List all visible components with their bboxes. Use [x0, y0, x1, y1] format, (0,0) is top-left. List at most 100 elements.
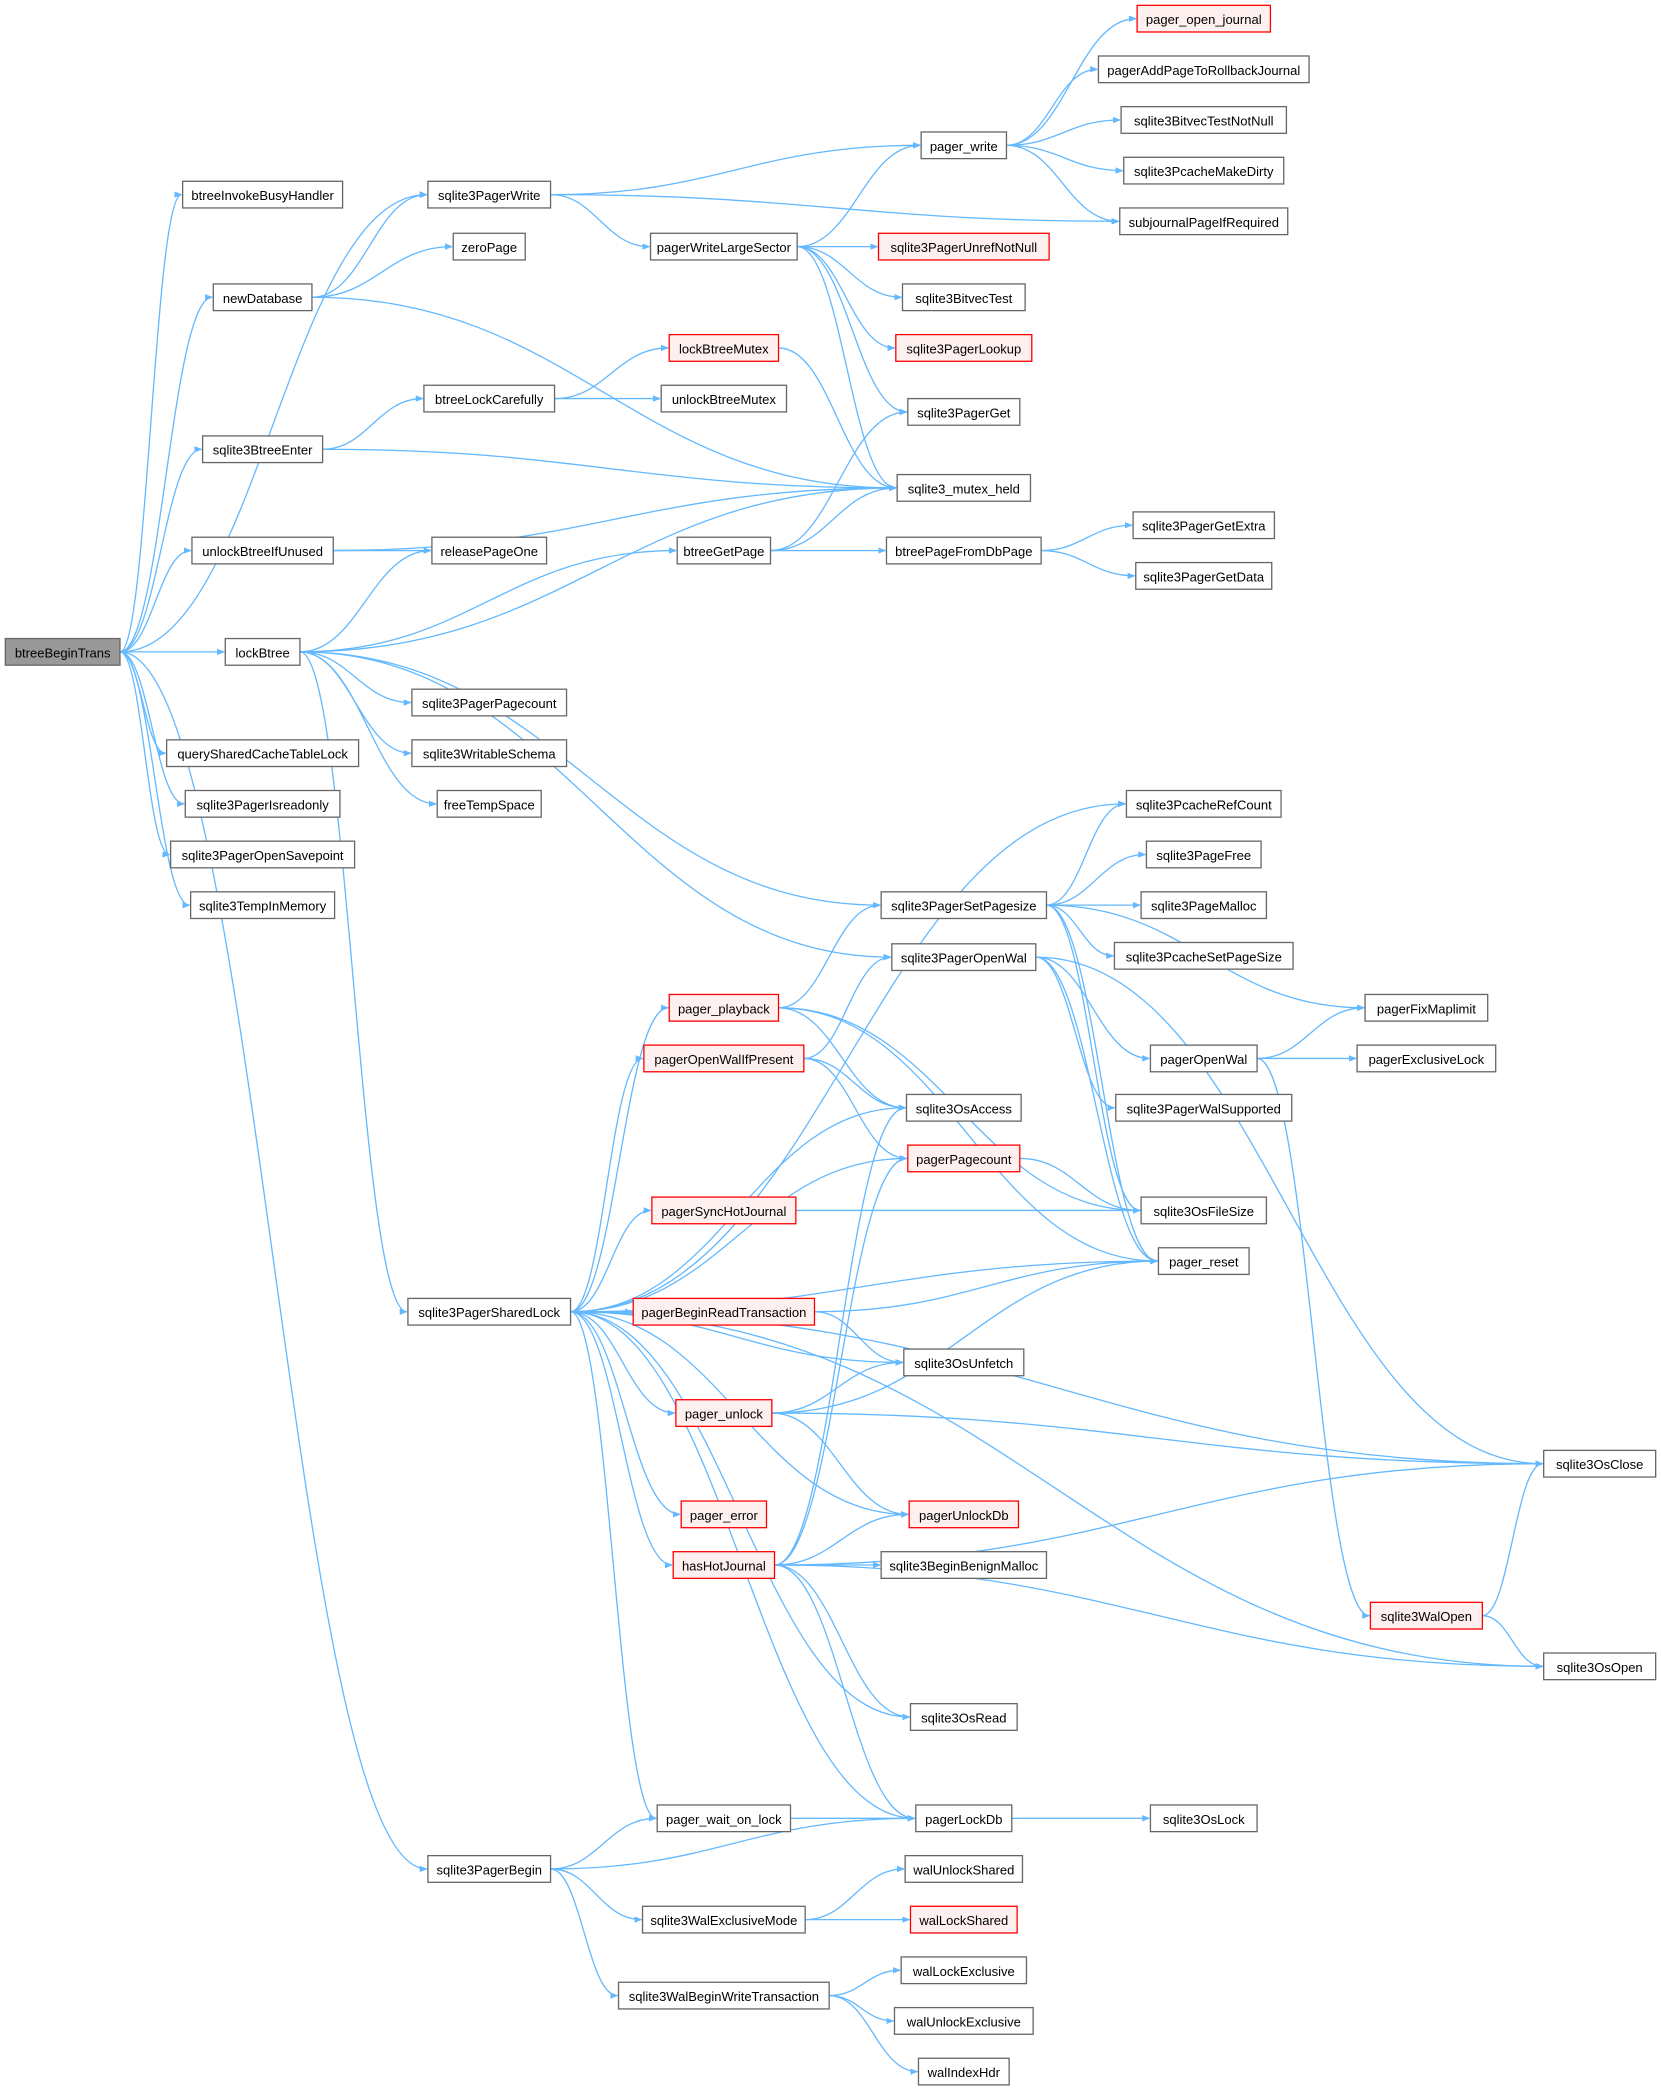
- node-sqlite3OsFileSize[interactable]: sqlite3OsFileSize: [1140, 1196, 1268, 1225]
- node-sqlite3PagerIsreadonly[interactable]: sqlite3PagerIsreadonly: [184, 789, 341, 818]
- node-sqlite3OsLock[interactable]: sqlite3OsLock: [1149, 1804, 1258, 1833]
- node-sqlite3TempInMemory[interactable]: sqlite3TempInMemory: [189, 891, 336, 920]
- node-label: sqlite3BitvecTest: [915, 291, 1012, 306]
- edge-pager_write-to-sqlite3BitvecTestNotNull: [1006, 116, 1121, 146]
- node-sqlite3WalExclusiveMode[interactable]: sqlite3WalExclusiveMode: [641, 1905, 806, 1934]
- edge-sqlite3PagerSetPagesize-to-sqlite3PcacheRefCount: [1046, 800, 1127, 906]
- node-box: [651, 1196, 797, 1225]
- node-sqlite3BitvecTestNotNull[interactable]: sqlite3BitvecTestNotNull: [1120, 105, 1288, 134]
- node-sqlite3WritableSchema[interactable]: sqlite3WritableSchema: [411, 739, 568, 768]
- node-hasHotJournal[interactable]: hasHotJournal: [672, 1551, 776, 1579]
- node-unlockBtreeIfUnused[interactable]: unlockBtreeIfUnused: [191, 536, 334, 565]
- node-sqlite3PageMalloc[interactable]: sqlite3PageMalloc: [1140, 891, 1268, 920]
- edge-newDatabase-to-zeroPage: [311, 243, 454, 298]
- node-box: [431, 536, 548, 565]
- node-sqlite3PagerOpenSavepoint[interactable]: sqlite3PagerOpenSavepoint: [169, 840, 356, 869]
- node-pagerUnlockDb[interactable]: pagerUnlockDb: [908, 1500, 1020, 1529]
- node-sqlite3PagerLookup[interactable]: sqlite3PagerLookup: [895, 333, 1033, 362]
- node-sqlite3PagerGetData[interactable]: sqlite3PagerGetData: [1135, 561, 1273, 590]
- node-sqlite3PcacheRefCount[interactable]: sqlite3PcacheRefCount: [1125, 789, 1282, 818]
- node-pagerFixMaplimit[interactable]: pagerFixMaplimit: [1364, 993, 1489, 1022]
- node-pagerAddPageToRollbackJournal[interactable]: pagerAddPageToRollbackJournal: [1097, 55, 1310, 84]
- node-label: sqlite3WritableSchema: [423, 747, 556, 762]
- node-sqlite3PagerOpenWal[interactable]: sqlite3PagerOpenWal: [891, 943, 1037, 972]
- node-sqlite3WalBeginWriteTransaction[interactable]: sqlite3WalBeginWriteTransaction: [617, 1981, 830, 2010]
- node-sqlite3PagerWalSupported[interactable]: sqlite3PagerWalSupported: [1115, 1093, 1293, 1122]
- node-label: pagerOpenWalIfPresent: [654, 1052, 793, 1067]
- node-pager_reset[interactable]: pager_reset: [1157, 1247, 1250, 1276]
- node-walIndexHdr[interactable]: walIndexHdr: [917, 2057, 1010, 2086]
- node-box: [4, 637, 121, 666]
- node-newDatabase[interactable]: newDatabase: [212, 283, 313, 312]
- node-pager_error[interactable]: pager_error: [680, 1500, 768, 1529]
- node-zeroPage[interactable]: zeroPage: [452, 232, 526, 261]
- node-sqlite3OsUnfetch[interactable]: sqlite3OsUnfetch: [903, 1348, 1025, 1377]
- edge-sqlite3WalOpen-to-sqlite3OsOpen: [1482, 1615, 1544, 1670]
- node-freeTempSpace[interactable]: freeTempSpace: [436, 789, 542, 818]
- node-walUnlockShared[interactable]: walUnlockShared: [904, 1854, 1024, 1883]
- edge-pagerWriteLargeSector-to-sqlite3_mutex_held: [797, 245, 897, 492]
- node-sqlite3OsRead[interactable]: sqlite3OsRead: [909, 1703, 1018, 1731]
- node-subjournalPageIfRequired[interactable]: subjournalPageIfRequired: [1119, 207, 1289, 236]
- node-unlockBtreeMutex[interactable]: unlockBtreeMutex: [660, 384, 788, 413]
- node-sqlite3PagerGet[interactable]: sqlite3PagerGet: [907, 397, 1021, 426]
- node-pagerLockDb[interactable]: pagerLockDb: [915, 1804, 1013, 1833]
- node-label: sqlite3PagerLookup: [906, 341, 1021, 356]
- node-sqlite3_mutex_held[interactable]: sqlite3_mutex_held: [896, 473, 1032, 502]
- node-sqlite3PcacheMakeDirty[interactable]: sqlite3PcacheMakeDirty: [1123, 156, 1285, 185]
- node-sqlite3PagerSetPagesize[interactable]: sqlite3PagerSetPagesize: [880, 891, 1048, 920]
- node-sqlite3PagerUnrefNotNull[interactable]: sqlite3PagerUnrefNotNull: [877, 232, 1050, 261]
- node-sqlite3BtreeEnter[interactable]: sqlite3BtreeEnter: [201, 435, 324, 464]
- node-sqlite3PcacheSetPageSize[interactable]: sqlite3PcacheSetPageSize: [1113, 941, 1294, 970]
- node-btreeLockCarefully[interactable]: btreeLockCarefully: [423, 384, 556, 413]
- node-label: releasePageOne: [440, 544, 538, 559]
- node-box: [891, 943, 1037, 972]
- node-sqlite3PagerSharedLock[interactable]: sqlite3PagerSharedLock: [407, 1297, 572, 1326]
- node-sqlite3PagerBegin[interactable]: sqlite3PagerBegin: [427, 1854, 552, 1883]
- node-label: sqlite3PagerOpenWal: [901, 951, 1027, 966]
- node-walLockShared[interactable]: walLockShared: [909, 1905, 1018, 1934]
- node-pagerPagecount[interactable]: pagerPagecount: [907, 1144, 1021, 1173]
- node-label: sqlite3PagerGetData: [1143, 569, 1264, 584]
- edge-sqlite3PagerSharedLock-to-pagerSyncHotJournal: [570, 1207, 652, 1313]
- edge-sqlite3PagerSharedLock-to-pager_error: [570, 1311, 681, 1518]
- node-pager_open_journal[interactable]: pager_open_journal: [1136, 4, 1272, 33]
- node-pager_playback[interactable]: pager_playback: [668, 993, 780, 1022]
- node-sqlite3PagerWrite[interactable]: sqlite3PagerWrite: [427, 180, 552, 209]
- node-pagerWriteLargeSector[interactable]: pagerWriteLargeSector: [649, 232, 798, 261]
- edge-sqlite3PagerSharedLock-to-pager_wait_on_lock: [570, 1311, 658, 1822]
- node-sqlite3OsOpen[interactable]: sqlite3OsOpen: [1543, 1652, 1657, 1681]
- node-sqlite3BeginBenignMalloc[interactable]: sqlite3BeginBenignMalloc: [880, 1551, 1048, 1579]
- node-pagerExclusiveLock[interactable]: pagerExclusiveLock: [1356, 1044, 1497, 1073]
- node-label: sqlite3PagerGet: [917, 405, 1011, 420]
- node-releasePageOne[interactable]: releasePageOne: [431, 536, 548, 565]
- node-pagerSyncHotJournal[interactable]: pagerSyncHotJournal: [651, 1196, 797, 1225]
- node-sqlite3PageFree[interactable]: sqlite3PageFree: [1145, 840, 1262, 869]
- node-sqlite3OsClose[interactable]: sqlite3OsClose: [1543, 1449, 1657, 1478]
- node-sqlite3OsAccess[interactable]: sqlite3OsAccess: [905, 1093, 1022, 1122]
- node-walUnlockExclusive[interactable]: walUnlockExclusive: [893, 2006, 1034, 2035]
- node-btreeBeginTrans[interactable]: btreeBeginTrans: [4, 637, 121, 666]
- node-sqlite3PagerGetExtra[interactable]: sqlite3PagerGetExtra: [1132, 511, 1276, 540]
- node-label: zeroPage: [461, 240, 517, 255]
- node-btreeInvokeBusyHandler[interactable]: btreeInvokeBusyHandler: [181, 180, 344, 209]
- edge-lockBtree-to-sqlite3PagerSetPagesize: [299, 651, 881, 909]
- node-btreeGetPage[interactable]: btreeGetPage: [676, 536, 772, 565]
- node-pager_wait_on_lock[interactable]: pager_wait_on_lock: [656, 1804, 792, 1833]
- node-sqlite3PagerPagecount[interactable]: sqlite3PagerPagecount: [411, 688, 568, 717]
- node-label: pagerOpenWal: [1160, 1052, 1247, 1067]
- node-pager_unlock[interactable]: pager_unlock: [675, 1399, 773, 1428]
- node-lockBtreeMutex[interactable]: lockBtreeMutex: [668, 333, 780, 362]
- node-sqlite3WalOpen[interactable]: sqlite3WalOpen: [1369, 1601, 1484, 1630]
- node-btreePageFromDbPage[interactable]: btreePageFromDbPage: [885, 536, 1042, 565]
- node-sqlite3BitvecTest[interactable]: sqlite3BitvecTest: [901, 283, 1026, 312]
- node-pagerOpenWalIfPresent[interactable]: pagerOpenWalIfPresent: [643, 1044, 805, 1073]
- node-lockBtree[interactable]: lockBtree: [224, 637, 301, 666]
- node-querySharedCacheTableLock[interactable]: querySharedCacheTableLock: [165, 739, 360, 768]
- node-pager_write[interactable]: pager_write: [920, 131, 1008, 160]
- node-walLockExclusive[interactable]: walLockExclusive: [900, 1956, 1028, 1985]
- node-box: [411, 739, 568, 768]
- node-pagerOpenWal[interactable]: pagerOpenWal: [1149, 1044, 1258, 1073]
- node-pagerBeginReadTransaction[interactable]: pagerBeginReadTransaction: [632, 1297, 816, 1326]
- edge-pager_unlock-to-sqlite3OsUnfetch: [771, 1359, 904, 1414]
